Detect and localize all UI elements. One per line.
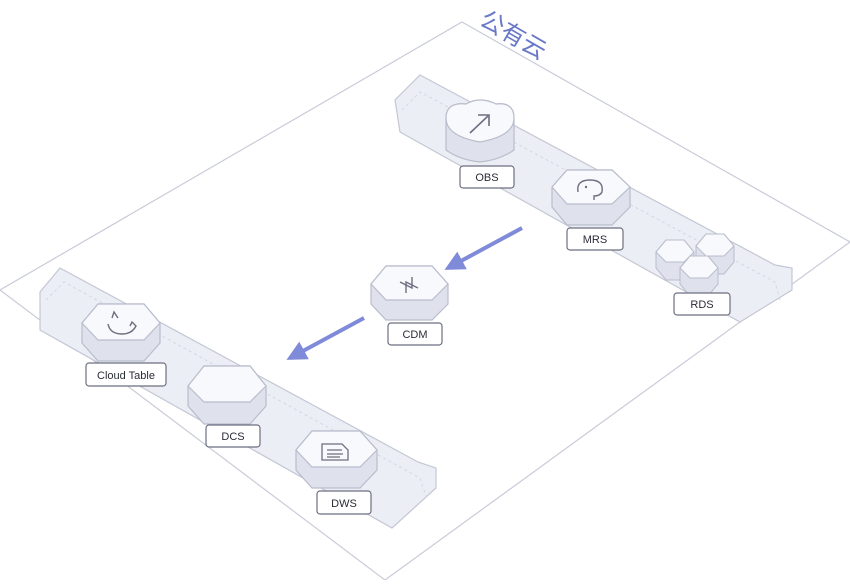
- node-label-cdm: CDM: [402, 329, 427, 341]
- whale-icon: [107, 310, 137, 335]
- node-cloud-table[interactable]: Cloud Table: [81, 303, 167, 387]
- flow-arrow-cdm-to-cloudtable: [286, 316, 365, 360]
- node-rds[interactable]: RDS: [655, 233, 735, 316]
- node-label-rds: RDS: [690, 299, 713, 311]
- node-label-box: [566, 227, 624, 251]
- node-label-dws: DWS: [331, 498, 357, 510]
- node-cdm[interactable]: CDM: [370, 265, 449, 346]
- flow-arrow-mrs-to-cdm: [444, 226, 523, 270]
- node-dcs[interactable]: DCS: [187, 365, 267, 448]
- node-label-obs: OBS: [475, 172, 498, 184]
- node-label-mrs: MRS: [583, 234, 607, 246]
- node-label-box: [85, 362, 167, 387]
- upload-arrow-icon: [469, 114, 490, 134]
- node-label-box: [205, 424, 261, 448]
- elephant-icon: [577, 179, 603, 200]
- node-obs[interactable]: OBS: [445, 99, 515, 189]
- hex-cluster-icon: [655, 233, 735, 297]
- swap-arrows-icon: [399, 277, 419, 293]
- document-icon: [321, 443, 349, 461]
- node-label-cloudtable: Cloud Table: [97, 370, 155, 382]
- node-dws[interactable]: DWS: [295, 430, 378, 515]
- node-mrs[interactable]: MRS: [551, 169, 631, 251]
- node-label-box: [459, 165, 515, 189]
- node-label-box: [316, 490, 372, 515]
- node-label-box: [387, 322, 443, 346]
- node-label-box: [673, 292, 731, 316]
- node-label-dcs: DCS: [221, 431, 244, 443]
